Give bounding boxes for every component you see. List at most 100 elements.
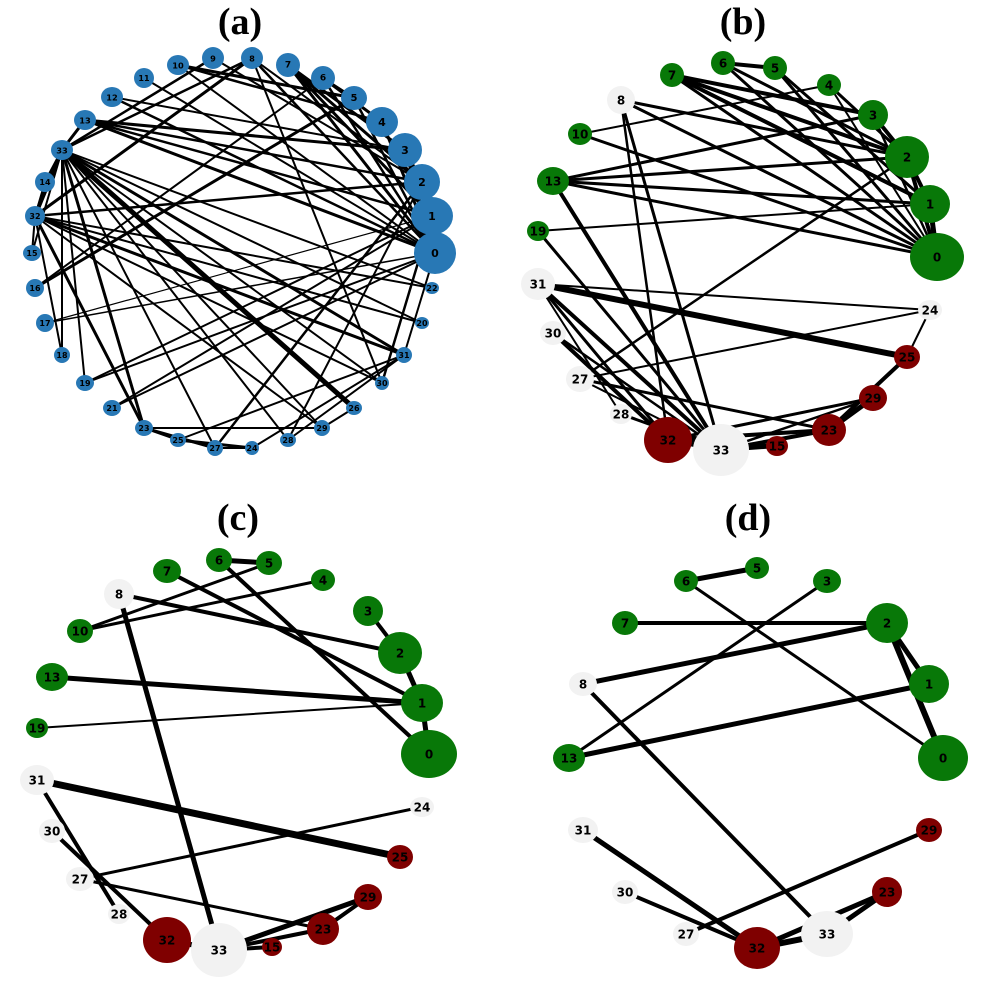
node-label-25: 25 <box>899 351 916 365</box>
node-label-15: 15 <box>769 440 786 454</box>
node-circle-27 <box>66 867 94 891</box>
node-circle-6 <box>674 570 698 592</box>
node-12: 12 <box>101 87 123 107</box>
node-label-30: 30 <box>44 825 61 839</box>
edge-7-2 <box>670 73 909 159</box>
edge-31-32 <box>33 214 406 357</box>
node-label-14: 14 <box>39 178 51 187</box>
node-label-25: 25 <box>392 851 409 865</box>
node-circle-23 <box>307 913 339 945</box>
edge-5-0 <box>773 66 939 259</box>
node-circle-18 <box>54 347 70 363</box>
edge-8-2 <box>580 620 890 687</box>
node-20: 20 <box>415 317 429 329</box>
node-label-31: 31 <box>530 278 547 292</box>
edge-2-13 <box>83 118 424 184</box>
node-24: 24 <box>918 300 942 320</box>
node-label-1: 1 <box>926 198 934 212</box>
node-2: 2 <box>866 603 908 643</box>
node-label-29: 29 <box>316 424 328 433</box>
edge-30-32 <box>623 890 759 950</box>
node-circle-0 <box>918 735 968 781</box>
node-circle-20 <box>415 317 429 329</box>
edge-29-33 <box>61 149 323 429</box>
node-circle-27 <box>673 922 699 946</box>
edge-7-0 <box>670 73 939 259</box>
node-label-7: 7 <box>668 69 676 83</box>
node-label-13: 13 <box>561 752 578 766</box>
node-label-6: 6 <box>682 575 690 589</box>
node-24: 24 <box>245 441 259 455</box>
node-circle-32 <box>143 917 191 963</box>
node-5: 5 <box>256 551 282 575</box>
node-19: 19 <box>26 718 48 738</box>
node-29: 29 <box>314 420 330 436</box>
network-graph-a: 0123456789101112133314321516171819212325… <box>23 47 456 456</box>
node-circle-9 <box>202 47 224 69</box>
node-circle-19 <box>76 375 94 391</box>
node-circle-32 <box>25 206 45 226</box>
edge-19-1 <box>537 203 931 232</box>
node-circle-30 <box>39 819 65 843</box>
node-circle-2 <box>378 632 422 674</box>
node-circle-7 <box>612 611 638 635</box>
node-30: 30 <box>540 321 566 345</box>
edge-31-32 <box>580 827 760 951</box>
node-label-5: 5 <box>753 562 761 576</box>
node-label-23: 23 <box>138 424 149 433</box>
edge-1-21 <box>111 215 433 409</box>
node-circle-29 <box>314 420 330 436</box>
node-circle-23 <box>872 877 902 907</box>
edge-3-13 <box>567 579 829 760</box>
node-15: 15 <box>23 245 41 261</box>
node-circle-8 <box>104 579 134 609</box>
node-label-0: 0 <box>933 251 941 265</box>
node-label-32: 32 <box>749 942 766 956</box>
node-label-1: 1 <box>418 697 426 711</box>
node-circle-31 <box>20 765 54 795</box>
panel-label-d: (d) <box>724 497 772 539</box>
node-circle-3 <box>388 133 422 167</box>
node-10: 10 <box>568 123 592 145</box>
edge-10-0 <box>578 132 939 259</box>
node-label-30: 30 <box>545 327 562 341</box>
node-label-2: 2 <box>903 151 911 165</box>
node-31: 31 <box>521 268 555 300</box>
node-circle-6 <box>206 548 232 572</box>
edge-8-0 <box>619 98 939 259</box>
node-circle-13 <box>537 167 569 195</box>
node-31: 31 <box>396 347 412 363</box>
node-27: 27 <box>673 922 699 946</box>
edge-27-29 <box>684 828 931 936</box>
node-circle-28 <box>610 404 632 424</box>
node-circle-24 <box>245 441 259 455</box>
edge-0-19 <box>84 252 436 384</box>
node-17: 17 <box>36 314 54 332</box>
node-label-3: 3 <box>364 605 372 619</box>
node-label-28: 28 <box>111 908 128 922</box>
node-8: 8 <box>104 579 134 609</box>
node-13: 13 <box>36 663 68 691</box>
edge-27-24 <box>78 805 424 881</box>
node-circle-23 <box>812 414 846 446</box>
node-circle-33 <box>693 424 749 476</box>
node-label-32: 32 <box>29 212 40 221</box>
node-label-18: 18 <box>56 351 68 360</box>
node-32: 32 <box>143 917 191 963</box>
node-label-16: 16 <box>29 284 41 293</box>
node-label-19: 19 <box>29 722 46 736</box>
edge-25-31 <box>177 354 405 441</box>
edge-28-31 <box>537 283 622 415</box>
edge-9-33 <box>60 56 215 152</box>
node-5: 5 <box>745 557 769 579</box>
node-label-32: 32 <box>660 434 677 448</box>
node-label-24: 24 <box>922 304 939 318</box>
node-21: 21 <box>103 400 121 416</box>
node-7: 7 <box>612 611 638 635</box>
node-label-1: 1 <box>925 678 933 692</box>
node-circle-29 <box>916 818 942 842</box>
